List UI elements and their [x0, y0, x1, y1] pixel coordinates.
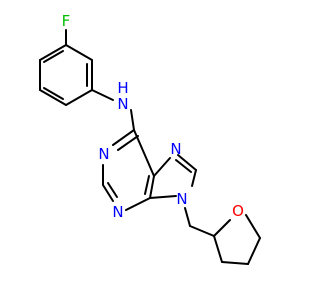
- bond-o-c: [245, 214, 261, 239]
- bond: [65, 89, 93, 106]
- n1-atom-label: N: [98, 145, 109, 163]
- amine-nitrogen-label: N: [117, 95, 128, 113]
- bond-c-o: [213, 219, 231, 237]
- bond: [39, 89, 67, 106]
- bond-nh-c6: [130, 109, 135, 131]
- n7-atom-label: N: [170, 140, 181, 158]
- fluorophenyl-ring: [39, 29, 114, 106]
- bond: [112, 129, 135, 146]
- double-bond-inner: [107, 182, 118, 198]
- double-bond-inner: [43, 50, 64, 63]
- bond: [102, 184, 114, 202]
- bond: [153, 157, 171, 177]
- bond: [65, 44, 93, 61]
- oxygen-atom-label: O: [232, 202, 244, 220]
- double-bond-inner: [117, 135, 139, 151]
- double-bond-inner: [144, 175, 150, 195]
- bond: [213, 235, 223, 263]
- structure-diagram: F N H N N N N O: [39, 12, 261, 265]
- tetrahydrofuran-ring: [213, 214, 261, 265]
- bond: [133, 129, 155, 177]
- purine-core: [102, 109, 215, 237]
- double-bond-inner: [175, 159, 192, 173]
- bond-ch2-c: [189, 225, 215, 237]
- molecule-canvas: F N H N N N N O: [39, 12, 261, 265]
- double-bond-inner: [43, 87, 64, 100]
- bond: [247, 237, 261, 265]
- fluorine-atom-label: F: [62, 12, 71, 30]
- bond-n9-ch2: [184, 207, 191, 227]
- bond: [177, 154, 197, 171]
- bond: [149, 175, 155, 199]
- bond: [221, 261, 249, 265]
- bond: [191, 169, 197, 187]
- bond: [149, 195, 177, 199]
- bond: [125, 197, 151, 211]
- bond: [39, 44, 67, 61]
- n3-atom-label: N: [112, 203, 123, 221]
- amine-hydrogen-label: H: [117, 79, 128, 97]
- bond-c-nh: [91, 89, 114, 101]
- n9-atom-label: N: [176, 190, 187, 208]
